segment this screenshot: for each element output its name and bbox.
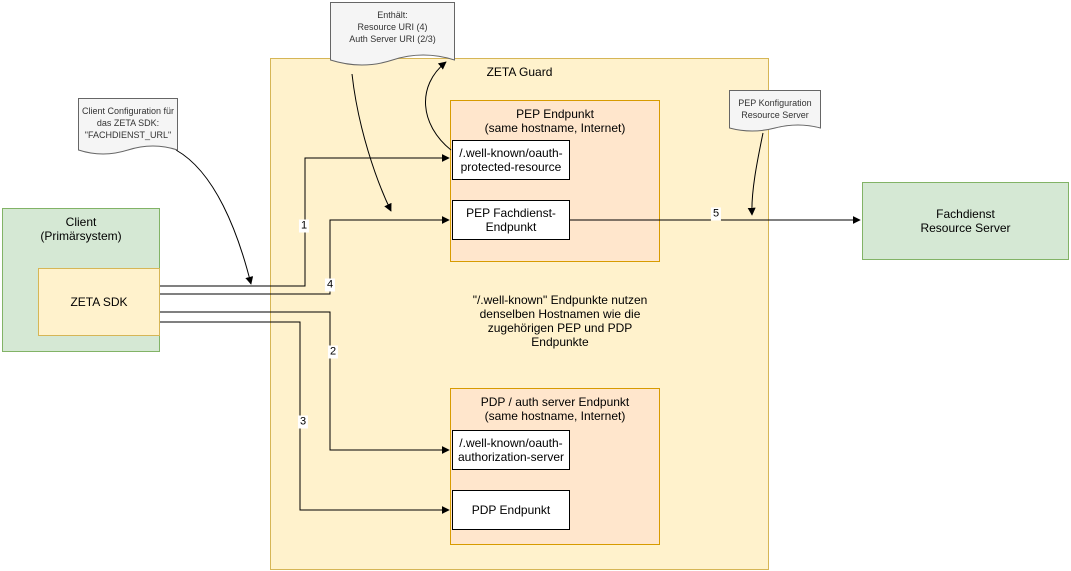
edge-label-1: 1: [298, 219, 310, 233]
pep-fachdienst-endpunkt-node: PEP Fachdienst- Endpunkt: [452, 200, 570, 240]
edge-client-config-to-sdk-lines: [175, 149, 254, 285]
pdp-endpunkt-node: PDP Endpunkt: [452, 490, 570, 530]
note-enthaelt-text: Enthält: Resource URI (4) Auth Server UR…: [349, 10, 436, 45]
note-pep-konfiguration: PEP Konfiguration Resource Server: [729, 90, 821, 138]
hostname-note-text: "/.well-known" Endpunkte nutzen denselbe…: [472, 293, 648, 349]
note-enthaelt: Enthält: Resource URI (4) Auth Server UR…: [330, 2, 455, 76]
oauth-protected-resource-node: /.well-known/oauth- protected-resource: [452, 140, 570, 180]
document-shape: [729, 90, 821, 132]
client-title: Client (Primärsystem): [40, 215, 122, 243]
note-client-configuration: Client Configuration für das ZETA SDK: "…: [78, 98, 178, 164]
pdp-auth-server-group-title: PDP / auth server Endpunkt (same hostnam…: [480, 395, 630, 423]
oauth-authorization-server-node: /.well-known/oauth- authorization-server: [452, 430, 570, 470]
document-shape: [330, 2, 455, 66]
edge-label-5: 5: [710, 207, 722, 221]
fachdienst-resource-server-node: Fachdienst Resource Server: [862, 182, 1069, 260]
edge-label-3: 3: [297, 415, 309, 429]
zeta-sdk-node: ZETA SDK: [38, 268, 160, 336]
edge-label-2: 2: [327, 345, 339, 359]
edge-label-4: 4: [324, 278, 336, 292]
pep-endpoint-group-title: PEP Endpunkt (same hostname, Internet): [484, 107, 626, 135]
note-pep-konfiguration-text: PEP Konfiguration Resource Server: [738, 98, 812, 121]
note-client-configuration-text: Client Configuration für das ZETA SDK: "…: [81, 106, 175, 141]
zeta-guard-title: ZETA Guard: [486, 65, 553, 79]
document-shape: [78, 98, 178, 155]
